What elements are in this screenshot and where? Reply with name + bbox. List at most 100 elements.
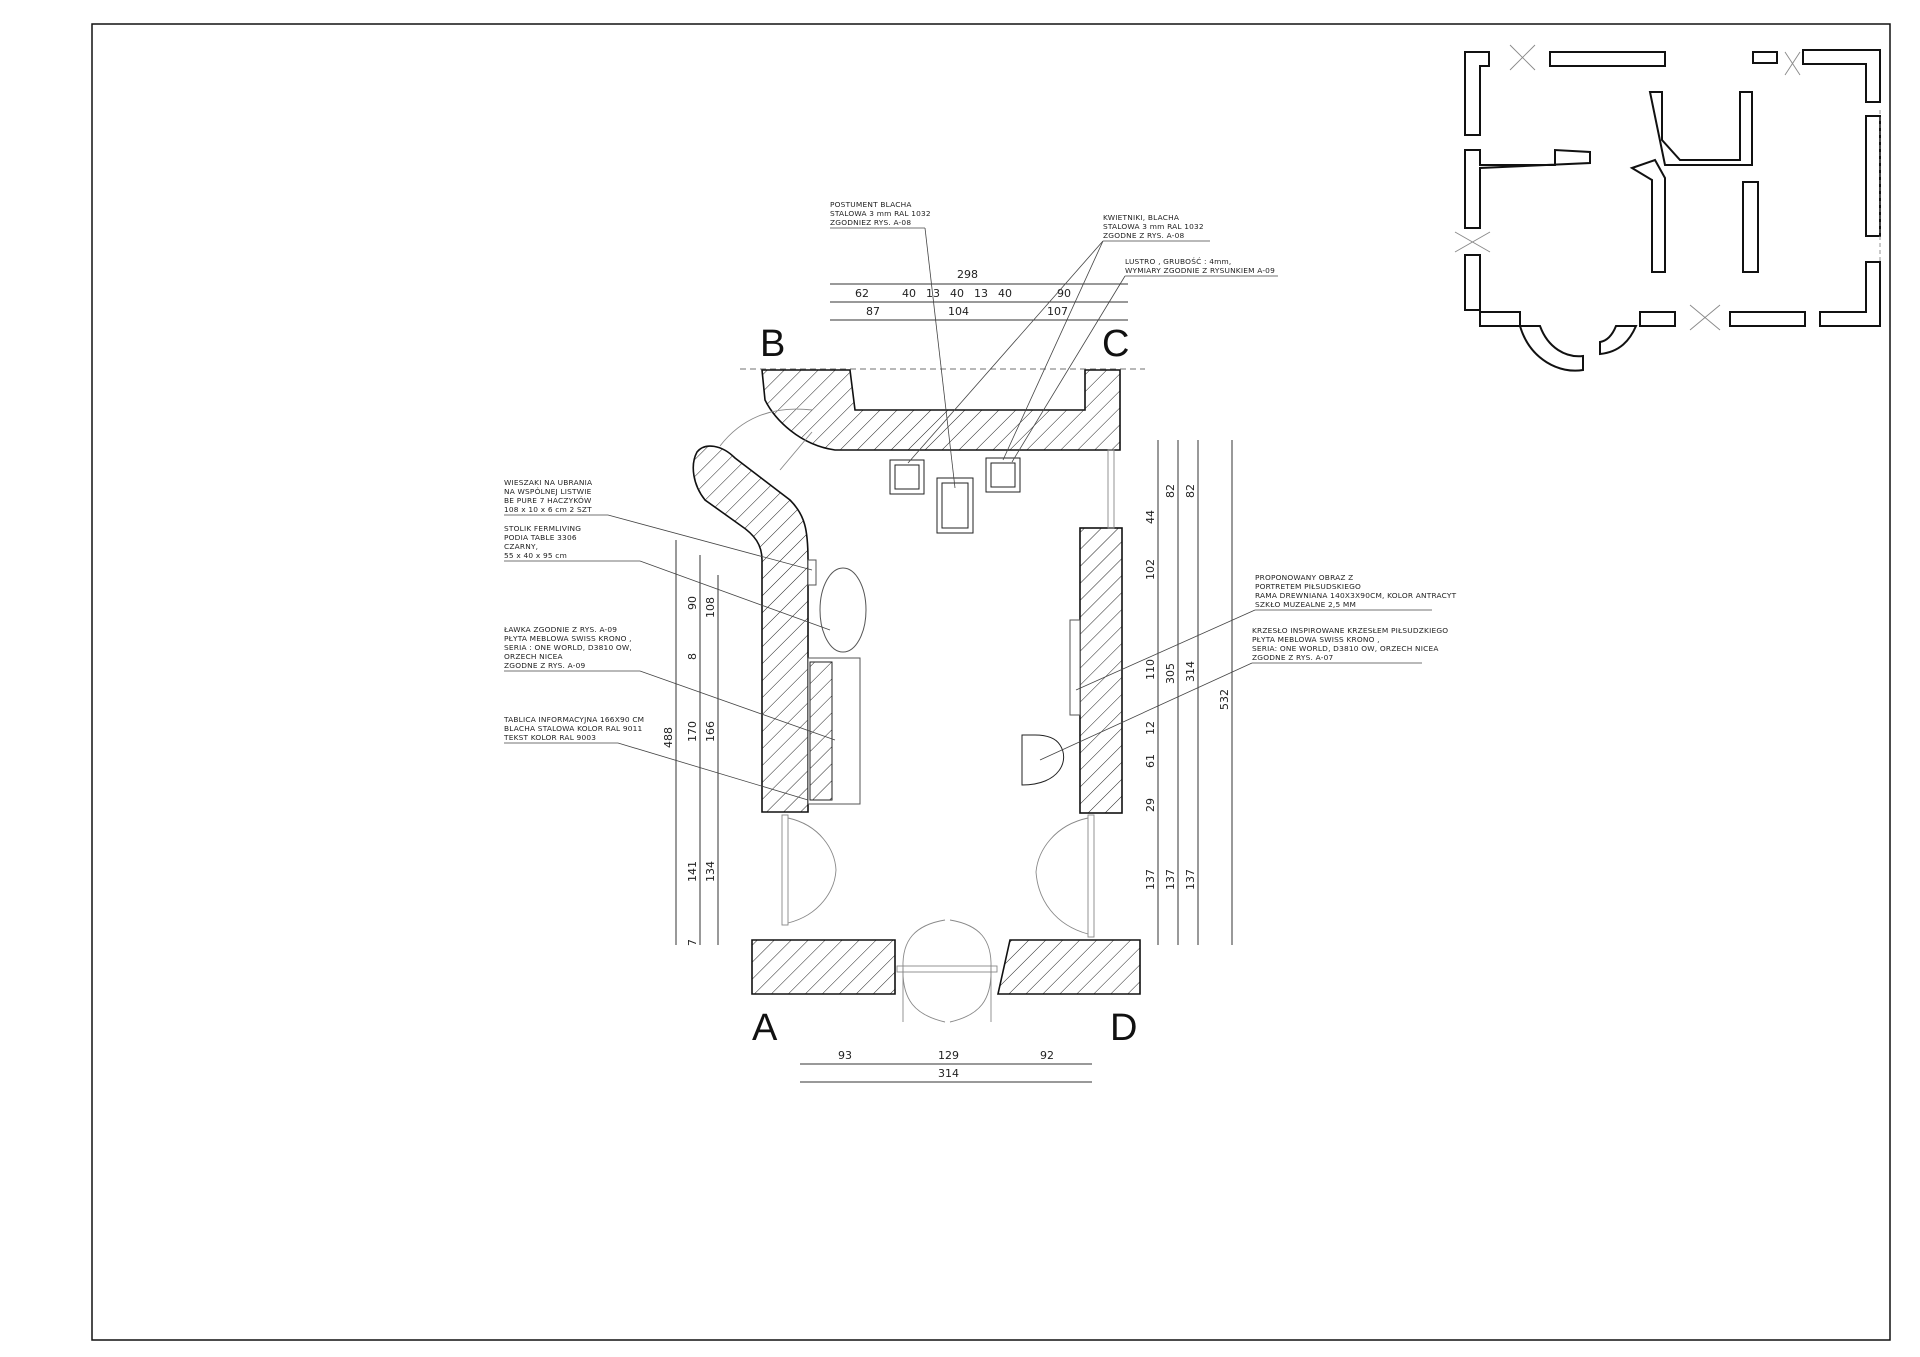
left-door <box>781 814 837 926</box>
wall-a <box>751 939 896 995</box>
svg-text:SERIA: ONE WORLD, D3810 OW, OR: SERIA: ONE WORLD, D3810 OW, ORZECH NICEA <box>1252 644 1439 653</box>
coat-rack <box>807 559 817 586</box>
dim-left-mid-3: 141 <box>686 861 699 882</box>
dim-top-r2-1: 104 <box>948 305 969 318</box>
svg-text:STALOWA 3 mm RAL 1032: STALOWA 3 mm RAL 1032 <box>830 209 931 218</box>
dim-left-inner-0: 108 <box>704 597 717 618</box>
wall-b-c <box>761 369 1121 451</box>
svg-text:ZGODNIEZ RYS. A-08: ZGODNIEZ RYS. A-08 <box>830 218 911 227</box>
dim-left-inner-1: 166 <box>704 721 717 742</box>
svg-text:PODIA TABLE 3306: PODIA TABLE 3306 <box>504 533 577 542</box>
svg-text:ZGODNE Z RYS. A-07: ZGODNE Z RYS. A-07 <box>1252 653 1333 662</box>
svg-text:KRZESŁO INSPIROWANE KRZESŁEM P: KRZESŁO INSPIROWANE KRZESŁEM PIŁSUDZKIEG… <box>1252 626 1448 635</box>
right-dimensions: 44 102 110 12 61 29 137 82 305 137 82 31… <box>1144 440 1233 945</box>
dim-right-inner-6: 137 <box>1144 869 1157 890</box>
svg-text:ZGODNE Z RYS. A-08: ZGODNE Z RYS. A-08 <box>1103 231 1184 240</box>
svg-text:ORZECH NICEA: ORZECH NICEA <box>504 652 563 661</box>
dim-right-outer2: 532 <box>1218 689 1231 710</box>
right-door <box>1035 814 1095 938</box>
entrance-door <box>896 919 998 1023</box>
corner-label-a: A <box>752 1007 778 1049</box>
svg-text:STALOWA 3 mm RAL 1032: STALOWA 3 mm RAL 1032 <box>1103 222 1204 231</box>
dim-right-inner-4: 61 <box>1144 754 1157 768</box>
note-lawka: ŁAWKA ZGODNIE Z RYS. A-09 PŁYTA MEBLOWA … <box>503 625 836 741</box>
dim-left-outer: 488 <box>662 727 675 748</box>
dim-right-mid-0: 82 <box>1164 484 1177 498</box>
note-kwietniki: KWIETNIKI, BLACHA STALOWA 3 mm RAL 1032 … <box>907 213 1210 464</box>
dim-right-mid-1: 305 <box>1164 663 1177 684</box>
dim-left-inner-2: 134 <box>704 861 717 882</box>
note-krzeslo: KRZESŁO INSPIROWANE KRZESŁEM PIŁSUDZKIEG… <box>1039 626 1448 761</box>
svg-text:BE PURE 7 HACZYKÓW: BE PURE 7 HACZYKÓW <box>504 496 592 505</box>
bottom-dimensions: 93 129 92 314 <box>800 1049 1092 1083</box>
furniture <box>807 457 1081 805</box>
top-dimensions: 298 62 40 13 40 13 40 90 87 104 107 <box>830 268 1128 321</box>
dim-top-r1-1: 40 <box>902 287 916 300</box>
dim-left-mid-1: 8 <box>686 653 699 660</box>
side-table <box>819 567 867 653</box>
dim-right-inner-2: 110 <box>1144 659 1157 680</box>
dim-bottom-1: 129 <box>938 1049 959 1062</box>
wall-d <box>997 939 1141 995</box>
svg-text:SERIA : ONE WORLD, D3810 OW,: SERIA : ONE WORLD, D3810 OW, <box>504 643 632 652</box>
dim-left-mid-4: 7 <box>686 939 699 946</box>
dim-top-r1-2: 13 <box>926 287 940 300</box>
note-wieszaki: WIESZAKI NA UBRANIA NA WSPÓLNEJ LISTWIE … <box>504 478 813 571</box>
svg-text:PROPONOWANY OBRAZ Z: PROPONOWANY OBRAZ Z <box>1255 573 1353 582</box>
sheet-frame <box>91 23 1891 1341</box>
chair <box>1021 734 1065 786</box>
wall-left <box>692 445 809 813</box>
wall-right <box>1079 527 1123 814</box>
flower-pot-1 <box>889 459 925 495</box>
svg-text:ZGODNE Z RYS. A-09: ZGODNE Z RYS. A-09 <box>504 661 585 670</box>
svg-text:ŁAWKA ZGODNIE Z RYS. A-09: ŁAWKA ZGODNIE Z RYS. A-09 <box>503 625 617 634</box>
svg-text:STOLIK FERMLIVING: STOLIK FERMLIVING <box>504 524 581 533</box>
svg-text:55 x 40 x 95 cm: 55 x 40 x 95 cm <box>504 551 567 560</box>
dim-top-total: 298 <box>957 268 978 281</box>
dim-top-r1-3: 40 <box>950 287 964 300</box>
svg-text:RAMA DREWNIANA 140X3X90CM, KOL: RAMA DREWNIANA 140X3X90CM, KOLOR ANTRACY… <box>1255 591 1457 600</box>
dim-right-outer1-1: 314 <box>1184 661 1197 682</box>
dim-top-r1-4: 13 <box>974 287 988 300</box>
dim-top-r1-0: 62 <box>855 287 869 300</box>
dim-bottom-0: 93 <box>838 1049 852 1062</box>
note-lustro: LUSTRO , GRUBOŚĆ : 4mm, WYMIARY ZGODNIE … <box>1011 257 1278 463</box>
note-stolik: STOLIK FERMLIVING PODIA TABLE 3306 CZARN… <box>504 524 831 631</box>
dim-top-r1-6: 90 <box>1057 287 1071 300</box>
svg-text:TABLICA INFORMACYJNA 166X90 CM: TABLICA INFORMACYJNA 166X90 CM <box>503 715 644 724</box>
corner-label-c: C <box>1102 323 1129 365</box>
svg-text:WIESZAKI NA UBRANIA: WIESZAKI NA UBRANIA <box>504 478 592 487</box>
dim-right-mid-2: 137 <box>1164 869 1177 890</box>
dim-left-mid-2: 170 <box>686 721 699 742</box>
dim-top-r1-5: 40 <box>998 287 1012 300</box>
svg-text:LUSTRO , GRUBOŚĆ : 4mm,: LUSTRO , GRUBOŚĆ : 4mm, <box>1125 257 1231 266</box>
svg-text:PŁYTA MEBLOWA SWISS KRONO ,: PŁYTA MEBLOWA SWISS KRONO , <box>504 634 632 643</box>
note-obraz: PROPONOWANY OBRAZ Z PORTRETEM PIŁSUDSKIE… <box>1075 573 1457 691</box>
left-dimensions: 488 90 8 170 141 7 108 166 134 <box>662 540 719 946</box>
dim-right-inner-3: 12 <box>1144 721 1157 735</box>
svg-text:PŁYTA MEBLOWA SWISS KRONO ,: PŁYTA MEBLOWA SWISS KRONO , <box>1252 635 1380 644</box>
svg-text:108 x 10 x 6 cm 2 SZT: 108 x 10 x 6 cm 2 SZT <box>504 505 592 514</box>
flower-pot-2 <box>985 457 1021 493</box>
dim-right-inner-0: 44 <box>1144 510 1157 524</box>
dim-bottom-2: 92 <box>1040 1049 1054 1062</box>
dim-right-outer1-0: 82 <box>1184 484 1197 498</box>
dim-right-inner-5: 29 <box>1144 798 1157 812</box>
dim-right-inner-1: 102 <box>1144 559 1157 580</box>
corner-label-b: B <box>760 323 785 365</box>
note-postument: POSTUMENT BLACHA STALOWA 3 mm RAL 1032 Z… <box>830 200 956 489</box>
svg-text:POSTUMENT BLACHA: POSTUMENT BLACHA <box>830 200 912 209</box>
info-board <box>1069 619 1081 716</box>
svg-text:SZKŁO MUZEALNE 2,5 MM: SZKŁO MUZEALNE 2,5 MM <box>1255 600 1356 609</box>
key-plan <box>1454 44 1881 372</box>
svg-text:PORTRETEM PIŁSUDSKIEGO: PORTRETEM PIŁSUDSKIEGO <box>1255 582 1361 591</box>
svg-text:NA WSPÓLNEJ LISTWIE: NA WSPÓLNEJ LISTWIE <box>504 487 592 496</box>
svg-text:CZARNY,: CZARNY, <box>504 542 538 551</box>
diagonal-door <box>719 408 1115 529</box>
dim-top-r2-2: 107 <box>1047 305 1068 318</box>
svg-text:KWIETNIKI, BLACHA: KWIETNIKI, BLACHA <box>1103 213 1179 222</box>
note-tablica: TABLICA INFORMACYJNA 166X90 CM BLACHA ST… <box>503 715 809 801</box>
dim-right-outer1-2: 137 <box>1184 869 1197 890</box>
svg-text:WYMIARY ZGODNIE Z RYSUNKIEM A-: WYMIARY ZGODNIE Z RYSUNKIEM A-09 <box>1125 266 1275 275</box>
